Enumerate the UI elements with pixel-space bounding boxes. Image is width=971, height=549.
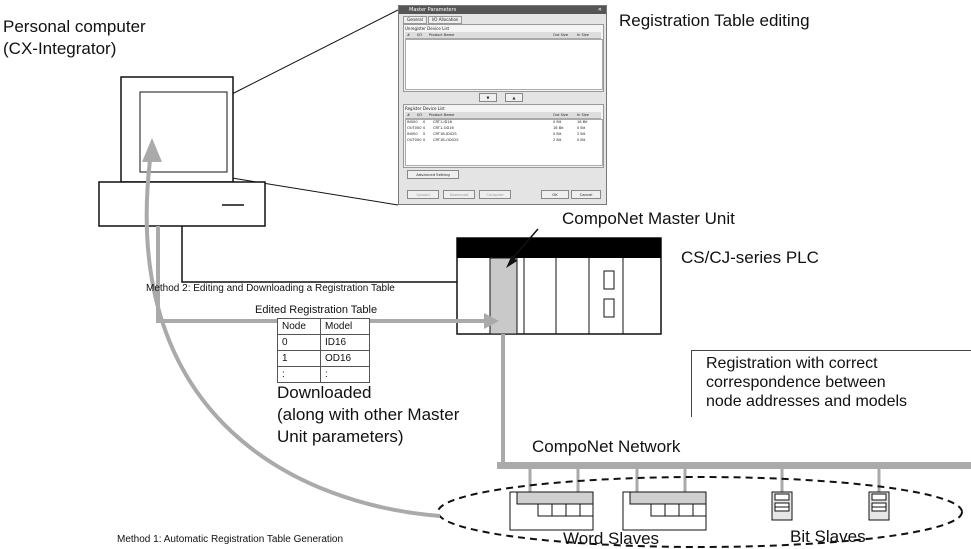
ok-button[interactable]: OK [541, 190, 569, 199]
register-column-headers: # I/O Product Name Out Size In Size [405, 112, 601, 119]
compare-button[interactable]: Compare [479, 190, 511, 199]
method1-arrow [144, 159, 441, 518]
word-slave-2 [622, 491, 707, 531]
correspondence-note: Registration with correct correspondence… [691, 350, 971, 417]
move-up-button[interactable]: ▲ [505, 93, 523, 102]
unregister-header: Unregister Device List [405, 26, 450, 31]
word-slaves-label: Word Slaves [563, 529, 660, 548]
table-row: : : [277, 366, 370, 383]
downloaded-label: Downloaded [277, 383, 372, 402]
dialog-title: Master Parameters [409, 7, 457, 13]
table-header-row: Node Model [277, 318, 370, 335]
callout-line-top [231, 9, 399, 95]
method1-label: Method 1: Automatic Registration Table G… [117, 534, 344, 545]
downloaded-note-line1: (along with other Master [277, 405, 460, 424]
plc-connector-bottom [603, 298, 615, 318]
correspondence-line2: correspondence between [706, 374, 886, 391]
table-row: 1 OD16 [277, 350, 370, 367]
word-slave-1 [509, 491, 594, 531]
pc-title: Personal computer [3, 17, 146, 36]
slaves-group-ellipse [437, 476, 963, 548]
master-unit-pointer [510, 228, 539, 261]
registration-table: Node Model 0 ID16 1 OD16 : : [277, 318, 370, 383]
table-cell: 0 [277, 334, 321, 351]
advanced-setting-button[interactable]: Advanced Setting [407, 170, 459, 179]
pc-base-unit [98, 181, 266, 227]
correspondence-line3: node addresses and models [706, 393, 908, 410]
componet-network-label: CompoNet Network [532, 437, 681, 456]
register-list[interactable] [405, 119, 603, 166]
method2-line [181, 226, 517, 283]
download-button[interactable]: Download [443, 190, 475, 199]
table-header-node: Node [277, 318, 321, 335]
tab-general[interactable]: General [403, 16, 427, 24]
table-cell: : [320, 366, 370, 383]
plc-label: CS/CJ-series PLC [681, 248, 819, 267]
plc-top-bar [457, 238, 661, 258]
table-cell: : [277, 366, 321, 383]
componet-network-line [497, 462, 971, 469]
method2-label: Method 2: Editing and Downloading a Regi… [146, 283, 395, 294]
move-down-button[interactable]: ▼ [479, 93, 497, 102]
plc-connector-top [603, 270, 615, 290]
edited-table-label: Edited Registration Table [255, 304, 378, 316]
table-header-model: Model [320, 318, 370, 335]
unregister-column-headers: # I/O Product Name Out Size In Size [405, 32, 601, 39]
bit-slave-1 [771, 491, 793, 521]
downloaded-note-line2: Unit parameters) [277, 427, 404, 446]
register-header: Register Device List [405, 106, 445, 111]
close-icon[interactable]: ✕ [597, 7, 602, 13]
bit-slaves-label: Bit Slaves [790, 527, 866, 546]
table-cell: ID16 [320, 334, 370, 351]
registration-table-editing-label: Registration Table editing [619, 11, 810, 30]
pc-subtitle: (CX-Integrator) [3, 39, 117, 58]
unregister-list[interactable] [405, 39, 603, 90]
bit-slave-2 [868, 491, 890, 521]
cancel-button[interactable]: Cancel [571, 190, 601, 199]
dialog-titlebar: Master Parameters ✕ [399, 6, 606, 14]
correspondence-line1: Registration with correct [706, 355, 878, 372]
upload-button[interactable]: Upload [407, 190, 439, 199]
table-cell: OD16 [320, 350, 370, 367]
tab-io-allocation[interactable]: I/O Allocation [427, 16, 463, 24]
download-arrow [156, 226, 488, 323]
table-cell: 1 [277, 350, 321, 367]
master-unit-label: CompoNet Master Unit [562, 209, 735, 228]
table-row: 0 ID16 [277, 334, 370, 351]
